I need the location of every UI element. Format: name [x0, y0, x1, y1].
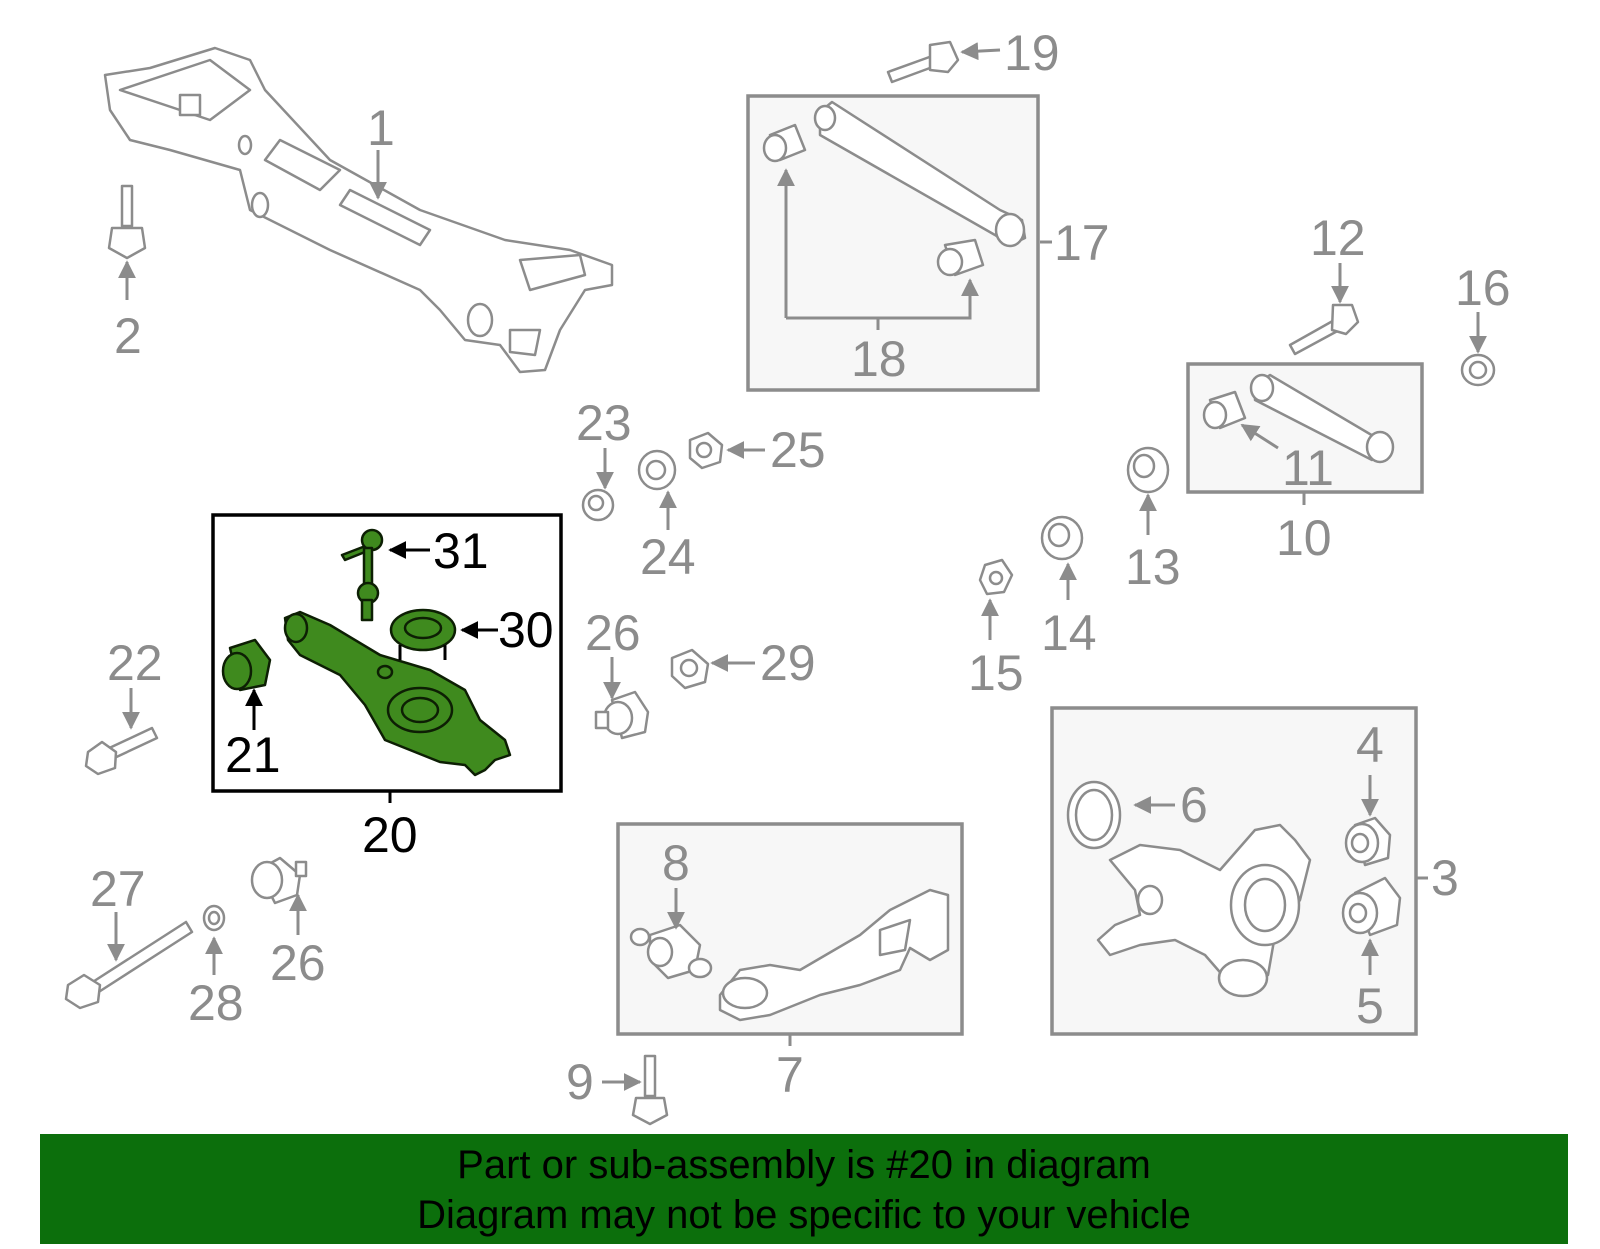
callout-11: 11 [1282, 440, 1334, 496]
control-arm-part-17 [762, 100, 1027, 277]
lateral-link-part-10 [1202, 373, 1395, 464]
callout-6: 6 [1180, 777, 1208, 833]
callout-24: 24 [640, 529, 696, 585]
callout-28: 28 [188, 975, 244, 1031]
callout-8: 8 [662, 835, 690, 891]
callout-13: 13 [1125, 539, 1181, 595]
dust-seal-part-6 [1066, 780, 1122, 850]
assembly-box-10 [1186, 362, 1424, 494]
nut-part-25 [688, 431, 724, 470]
callout-30[interactable]: 30 [498, 602, 554, 658]
callout-2: 2 [114, 308, 142, 364]
callout-25: 25 [770, 422, 826, 478]
callout-17: 17 [1054, 215, 1110, 271]
bolt-part-2 [107, 184, 147, 260]
bushing-part-8 [629, 923, 713, 980]
callout-7: 7 [776, 1047, 804, 1103]
bolt-part-27 [64, 920, 194, 1010]
callout-23: 23 [576, 395, 632, 451]
callout-4: 4 [1356, 717, 1384, 773]
footer-line-1: Part or sub-assembly is #20 in diagram [457, 1143, 1151, 1187]
callout-16: 16 [1455, 260, 1511, 316]
footer-line-2: Diagram may not be specific to your vehi… [417, 1193, 1191, 1237]
callout-5: 5 [1356, 978, 1384, 1034]
callout-3: 3 [1431, 850, 1459, 906]
spring-seat-part-30[interactable] [389, 608, 457, 660]
callout-20[interactable]: 20 [362, 807, 418, 863]
bushing-part-4 [1344, 816, 1392, 867]
washer-part-28 [202, 904, 226, 932]
bushing-part-23 [581, 488, 615, 522]
callout-9: 9 [566, 1054, 594, 1110]
callout-27: 27 [90, 861, 146, 917]
nut-part-29 [670, 648, 710, 690]
bushing-part-16 [1460, 353, 1496, 387]
callout-10: 10 [1276, 510, 1332, 566]
callout-22: 22 [107, 635, 163, 691]
bolt-part-19 [886, 40, 960, 84]
washer-part-14 [1040, 515, 1084, 561]
callout-31[interactable]: 31 [433, 523, 489, 579]
nut-part-15 [978, 558, 1014, 596]
footer-banner: Part or sub-assembly is #20 in diagram D… [40, 1134, 1568, 1244]
bolt-part-9 [631, 1054, 669, 1126]
washer-part-24 [637, 449, 677, 491]
callout-15: 15 [968, 645, 1024, 701]
callout-18: 18 [851, 331, 907, 387]
callout-19: 19 [1004, 25, 1060, 81]
callout-1: 1 [367, 100, 395, 156]
callout-12: 12 [1310, 210, 1366, 266]
knuckle-part-3 [1096, 823, 1312, 998]
callout-21[interactable]: 21 [225, 727, 281, 783]
callout-29: 29 [760, 635, 816, 691]
bushing-part-26-center [594, 690, 650, 740]
bushing-part-13 [1126, 446, 1170, 494]
bolt-part-12 [1288, 303, 1360, 356]
crossmember-part [103, 46, 614, 374]
bushing-part-26-lower [250, 856, 308, 905]
callout-26-center: 26 [585, 605, 641, 661]
bushing-part-5 [1341, 876, 1402, 937]
bushing-part-21[interactable] [221, 638, 272, 692]
lower-control-arm-part-20[interactable] [283, 610, 512, 777]
trailing-arm-part-7 [718, 888, 950, 1022]
callout-14: 14 [1041, 605, 1097, 661]
stabilizer-link-part-31[interactable] [340, 528, 384, 622]
callout-26-lower: 26 [270, 935, 326, 991]
bolt-part-22 [84, 726, 159, 776]
